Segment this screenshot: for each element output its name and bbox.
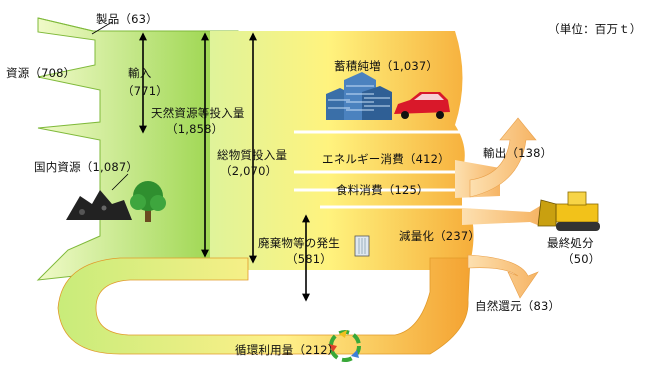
natural-return-arrow [467,254,539,299]
unit-note: （単位：百万ｔ） [548,22,642,36]
total-input-value: （2,070） [220,164,278,178]
input-funnel [36,17,239,281]
import-value: （771） [122,84,168,98]
export-arrow [469,117,537,198]
natural-return-label: 自然還元（83） [475,299,561,313]
resources-label: 資源（708） [6,66,76,80]
waste-value: （581） [286,252,332,266]
recycling-loop [57,257,471,355]
car-icon [394,92,450,119]
energy-label: エネルギー消費（412） [322,152,450,166]
recycling-label: 循環利用量（212） [235,343,340,357]
final-disposal-value: （50） [562,252,601,266]
domestic-label: 国内資源（1,087） [34,160,139,174]
accumulation-label: 蓄積純増（1,037） [334,59,439,73]
product-line [37,17,94,32]
buildings-icon [326,72,392,120]
final-disposal-flow [462,206,540,226]
reduction-label: 減量化（237） [399,229,481,243]
food-label: 食料消費（125） [336,183,429,197]
coal-pile-icon [66,173,132,220]
natural-input-label: 天然資源等投入量 [151,106,245,120]
tree-icon [130,181,166,222]
bulldozer-icon [537,191,600,231]
trash-can-icon [354,235,370,257]
waste-label: 廃棄物等の発生 [258,236,340,250]
recycle-icon [329,330,361,362]
product-label: 製品（63） [96,12,158,26]
main-flow-body [210,31,474,270]
natural-input-value: （1,858） [166,122,224,136]
final-disposal-label: 最終処分 [547,236,594,250]
import-label: 輸入 [128,66,152,80]
product-pointer [91,21,113,35]
export-label: 輸出（138） [483,146,553,160]
total-input-label: 総物質投入量 [217,148,288,162]
